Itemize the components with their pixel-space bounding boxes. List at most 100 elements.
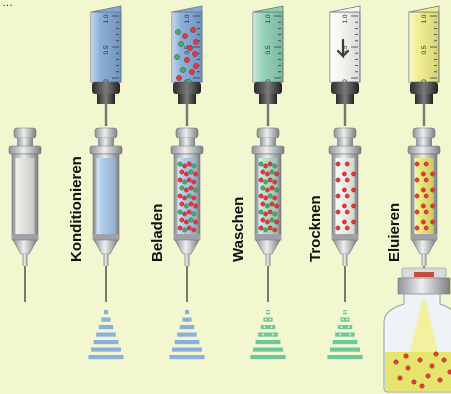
particle xyxy=(261,170,265,174)
syringe-barrel-glass xyxy=(16,158,35,236)
particle xyxy=(424,226,428,230)
particle xyxy=(187,178,191,182)
reservoir-cap-neck xyxy=(259,94,277,104)
particle xyxy=(270,218,274,222)
drip-dot xyxy=(262,334,264,336)
syringe-luer xyxy=(422,254,427,266)
reservoir-stem xyxy=(344,104,346,126)
particle xyxy=(178,178,182,182)
particle xyxy=(180,218,184,222)
particle xyxy=(273,228,277,232)
particle xyxy=(261,186,265,190)
particle xyxy=(412,380,417,385)
reservoir-stem xyxy=(267,104,269,126)
particle xyxy=(268,194,272,198)
particle xyxy=(261,218,265,222)
particle xyxy=(404,354,409,359)
particle xyxy=(274,172,278,176)
syringe-flange xyxy=(329,146,361,154)
particle xyxy=(351,188,355,192)
particle xyxy=(187,226,191,230)
syringe-top xyxy=(413,128,435,138)
syringe-neck xyxy=(179,138,195,146)
particle xyxy=(273,180,277,184)
syringe-frit xyxy=(255,234,281,240)
particle xyxy=(336,210,340,214)
drip-band xyxy=(101,318,110,322)
particle xyxy=(263,180,267,184)
drip-dot xyxy=(268,311,270,313)
particle xyxy=(193,204,197,208)
particle xyxy=(415,226,419,230)
reservoir-stem xyxy=(423,104,425,126)
particle xyxy=(261,202,265,206)
step-label-waschen: Waschen xyxy=(230,197,247,262)
drip-dot xyxy=(265,319,267,321)
particle xyxy=(336,178,340,182)
particle xyxy=(406,366,411,371)
particle xyxy=(345,210,349,214)
reservoir-cap-neck xyxy=(336,94,354,104)
particle xyxy=(259,210,263,214)
particle xyxy=(268,162,272,166)
particle xyxy=(192,164,196,168)
syringe-top xyxy=(334,128,356,138)
particle xyxy=(180,186,184,190)
particle xyxy=(421,172,425,176)
drip-dot xyxy=(266,311,268,313)
reservoir-cap-neck xyxy=(97,94,115,104)
particle xyxy=(263,228,267,232)
drip-band xyxy=(185,310,189,314)
syringe-neck xyxy=(260,138,276,146)
particle xyxy=(415,162,419,166)
particle xyxy=(434,352,439,357)
step-label-trocknen: Trocknen xyxy=(307,195,324,262)
particle xyxy=(273,164,277,168)
particle xyxy=(189,186,193,190)
particle xyxy=(426,374,431,379)
particle xyxy=(192,228,196,232)
particle xyxy=(418,358,423,363)
step-label-eluieren: Eluieren xyxy=(386,203,403,262)
particle xyxy=(192,51,197,56)
particle xyxy=(421,220,425,224)
particle xyxy=(268,210,272,214)
drip-band xyxy=(175,340,200,344)
reservoir-cap xyxy=(92,82,120,94)
syringe-flange xyxy=(9,146,41,154)
particle xyxy=(259,178,263,182)
particle xyxy=(187,210,191,214)
particle xyxy=(182,164,186,168)
particle xyxy=(265,188,269,192)
particle xyxy=(192,180,196,184)
particle xyxy=(182,33,187,38)
drip-dot xyxy=(348,326,350,328)
reservoir-cap xyxy=(173,82,201,94)
vial-eluate xyxy=(385,352,451,391)
particle xyxy=(178,210,182,214)
reservoir-cap-neck xyxy=(415,94,433,104)
particle xyxy=(398,376,403,381)
reservoir-cap xyxy=(331,82,359,94)
drip-band xyxy=(330,348,360,352)
particle xyxy=(263,212,267,216)
particle xyxy=(430,172,434,176)
particle xyxy=(193,220,197,224)
syringe-top xyxy=(257,128,279,138)
particle xyxy=(421,188,425,192)
particle xyxy=(274,188,278,192)
drip-band xyxy=(327,355,362,359)
scale-label: 0.5 xyxy=(421,45,428,54)
particle xyxy=(274,220,278,224)
step-label-konditionieren: Konditionieren xyxy=(68,156,85,262)
particle xyxy=(273,196,277,200)
syringe-frit xyxy=(12,234,38,240)
particle xyxy=(178,226,182,230)
drip-band xyxy=(91,348,121,352)
syringe-luer xyxy=(185,254,190,266)
particle xyxy=(178,162,182,166)
scale-label: 1.0 xyxy=(184,14,191,23)
syringe-frit xyxy=(332,234,358,240)
particle xyxy=(180,170,184,174)
particle xyxy=(424,162,428,166)
